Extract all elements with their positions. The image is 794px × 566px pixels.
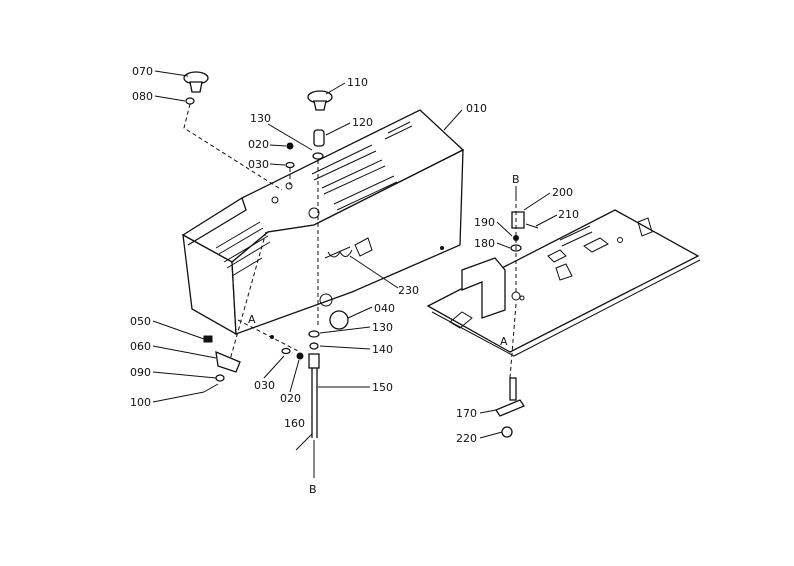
ref-b-top: B — [512, 173, 520, 186]
parts-right-lower — [495, 377, 525, 438]
screw-020-upper — [285, 142, 295, 169]
label-100: 100 — [130, 396, 151, 409]
cover-010 — [181, 109, 465, 339]
ref-a-right: A — [500, 335, 508, 348]
ref-a-left: A — [248, 313, 256, 326]
label-180: 180 — [474, 237, 495, 250]
parts-right-upper — [510, 211, 539, 252]
label-080: 080 — [132, 90, 153, 103]
knob-070 — [183, 71, 209, 105]
label-140: 140 — [372, 343, 393, 356]
parts-lower-left — [203, 335, 241, 393]
assembly-lines — [183, 103, 517, 478]
label-160: 160 — [284, 417, 305, 430]
knob-110 — [307, 90, 333, 160]
label-220: 220 — [456, 432, 477, 445]
label-020-upper: 020 — [248, 138, 269, 151]
label-040: 040 — [374, 302, 395, 315]
label-060: 060 — [130, 340, 151, 353]
label-170: 170 — [456, 407, 477, 420]
label-020-lower: 020 — [280, 392, 301, 405]
label-200: 200 — [552, 186, 573, 199]
label-030-lower: 030 — [254, 379, 275, 392]
label-190: 190 — [474, 216, 495, 229]
label-070: 070 — [132, 65, 153, 78]
label-230: 230 — [398, 284, 419, 297]
floor-plate — [426, 209, 701, 357]
leader-lines — [152, 70, 558, 439]
label-090: 090 — [130, 366, 151, 379]
label-110: 110 — [347, 76, 368, 89]
label-150: 150 — [372, 381, 393, 394]
label-030-upper: 030 — [248, 158, 269, 171]
label-050: 050 — [130, 315, 151, 328]
screw-020-lower — [281, 347, 304, 360]
label-010: 010 — [466, 102, 487, 115]
label-130-lower: 130 — [372, 321, 393, 334]
label-120: 120 — [352, 116, 373, 129]
label-210: 210 — [558, 208, 579, 221]
rod-150 — [295, 330, 320, 451]
ref-b-bottom: B — [309, 483, 317, 496]
label-130-upper: 130 — [250, 112, 271, 125]
